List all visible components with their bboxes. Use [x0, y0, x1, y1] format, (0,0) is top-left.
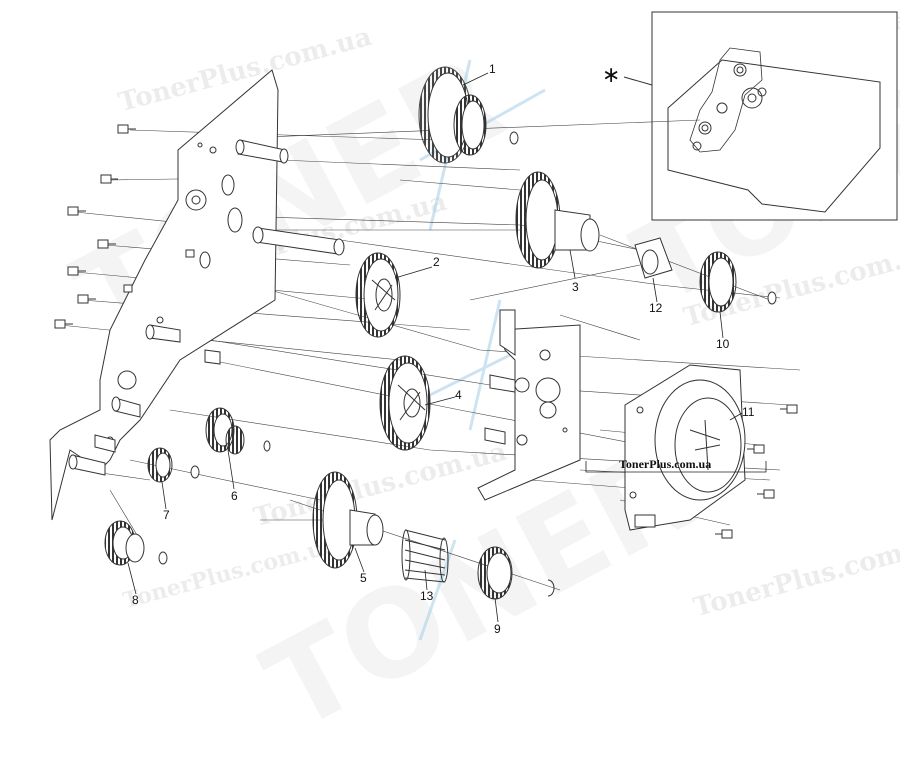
- screws-left: [54, 124, 195, 329]
- callout-12: 12: [649, 301, 663, 315]
- gear-4: [379, 355, 431, 451]
- callout-7: 7: [163, 508, 170, 522]
- callout-9: 9: [494, 622, 501, 636]
- motor-unit: [624, 364, 746, 531]
- exploded-parts-diagram: [49, 11, 898, 641]
- site-label-bracket: [585, 461, 767, 473]
- callout-1: 1: [489, 62, 496, 76]
- callout-8: 8: [132, 593, 139, 607]
- gear-1: [418, 66, 519, 164]
- gears: [104, 66, 777, 600]
- callout-3: 3: [572, 280, 579, 294]
- middle-bracket: [477, 309, 581, 501]
- callout-2: 2: [433, 255, 440, 269]
- gear-8: [104, 520, 168, 566]
- site-label: TonerPlus.com.ua: [619, 457, 712, 471]
- callout-6: 6: [231, 489, 238, 503]
- gear-3: [515, 171, 600, 269]
- shafts: [68, 139, 345, 476]
- spring-13: [401, 529, 449, 583]
- inset-box: [623, 11, 898, 221]
- callout-11: 11: [742, 405, 755, 419]
- gear-9: [477, 546, 555, 600]
- gear-7: [147, 447, 200, 483]
- inset-marker: ∗: [602, 63, 621, 88]
- callout-4: 4: [455, 388, 462, 402]
- callout-leaders: [127, 72, 743, 623]
- callout-5: 5: [360, 571, 367, 585]
- gear-2: [355, 252, 401, 338]
- gear-5: [312, 471, 384, 569]
- gear-10: [699, 251, 777, 313]
- callout-10: 10: [716, 337, 730, 351]
- screws-right: [715, 404, 798, 539]
- callout-13: 13: [420, 589, 434, 603]
- gear-6: [205, 407, 271, 455]
- part-12: [634, 237, 673, 279]
